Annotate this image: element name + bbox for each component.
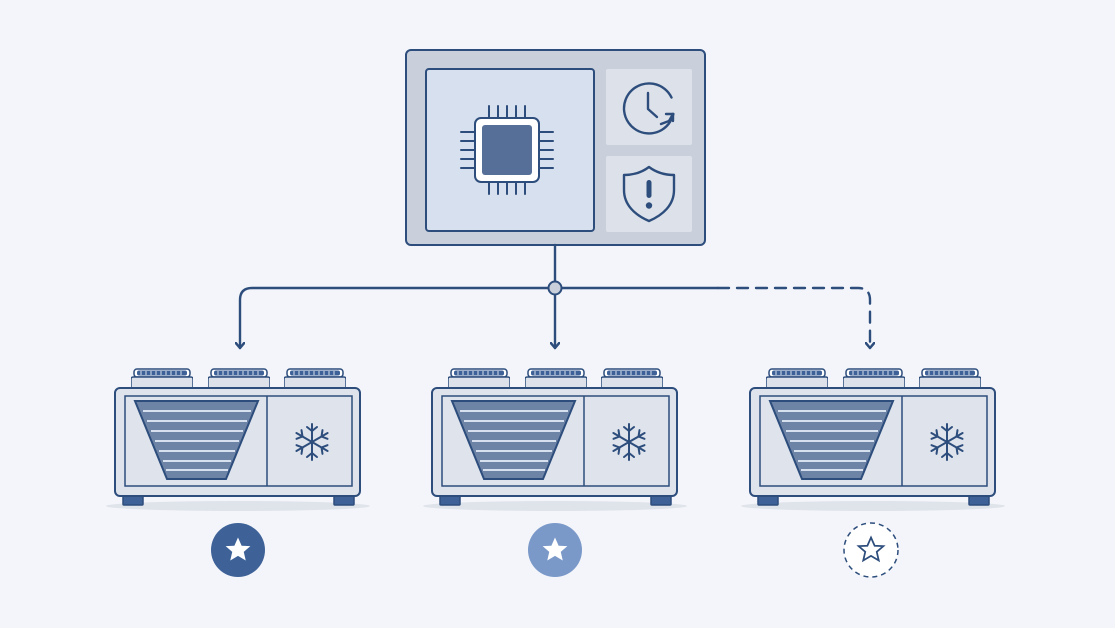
- fan-unit: [284, 368, 346, 390]
- unit-shadow: [423, 501, 687, 511]
- chiller-unit-standby: [741, 368, 1005, 578]
- fan-unit: [208, 368, 270, 390]
- fan-unit: [843, 368, 905, 390]
- fan-unit: [919, 368, 981, 390]
- clock-refresh-icon: [622, 82, 675, 135]
- coil-grille: [133, 400, 260, 480]
- coil-grille: [768, 400, 895, 480]
- unit-shadow: [741, 501, 1005, 511]
- fan-unit: [525, 368, 587, 390]
- fan-unit: [601, 368, 663, 390]
- connection-lines: [240, 243, 870, 348]
- unit-shadow: [106, 501, 370, 511]
- connection-standby-unit: [716, 286, 870, 348]
- fan-unit: [766, 368, 828, 390]
- unit-inner-frame: [759, 395, 988, 487]
- processor-chip-icon: [460, 105, 554, 195]
- connection-primary-unit: [240, 286, 557, 348]
- shield-alert-icon: [622, 165, 676, 223]
- standby-status-badge: [843, 522, 899, 578]
- controller-unit: [405, 49, 706, 246]
- unit-inner-frame: [441, 395, 670, 487]
- coil-grille: [450, 400, 577, 480]
- secondary-status-badge: [528, 523, 582, 577]
- fan-unit: [448, 368, 510, 390]
- fan-unit: [131, 368, 193, 390]
- primary-status-badge: [211, 523, 265, 577]
- unit-inner-frame: [124, 395, 353, 487]
- chiller-unit-primary: [106, 368, 370, 577]
- junction-node: [547, 280, 563, 296]
- chiller-unit-secondary: [423, 368, 687, 577]
